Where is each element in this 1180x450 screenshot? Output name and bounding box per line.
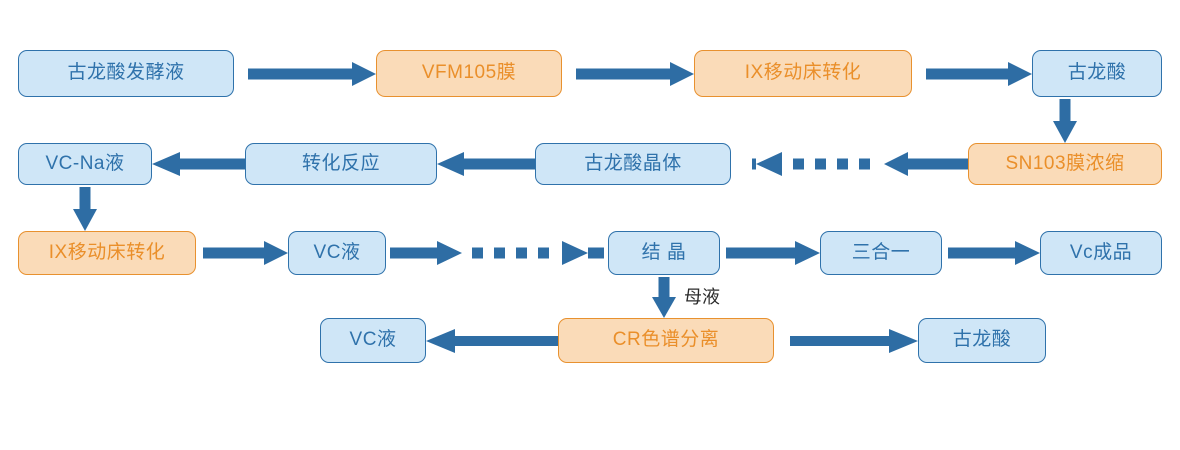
node-cr-chromatographic-separation[interactable]: CR色谱分离	[558, 318, 774, 363]
arrow-crystallization-to-cr-chromatography	[652, 277, 676, 318]
node-crystallization[interactable]: 结 晶	[608, 231, 720, 275]
arrow-crystallization-to-threeinone	[726, 241, 820, 265]
arrow-vfm105-to-ix	[576, 62, 694, 86]
node-gulonic-acid-fermentation-broth[interactable]: 古龙酸发酵液	[18, 50, 234, 97]
node-conversion-reaction[interactable]: 转化反应	[245, 143, 437, 185]
arrow-cr-to-vc-liquid-row4	[426, 329, 558, 353]
arrow-cr-to-gulonic-acid-row4	[790, 329, 918, 353]
node-gulonic-acid-row4[interactable]: 古龙酸	[918, 318, 1046, 363]
node-vc-liquid-row3[interactable]: VC液	[288, 231, 386, 275]
node-gulonic-acid-crystal[interactable]: 古龙酸晶体	[535, 143, 731, 185]
arrow-fermentation-to-vfm105	[248, 62, 376, 86]
node-three-in-one[interactable]: 三合一	[820, 231, 942, 275]
node-ix-moving-bed-conversion-row3[interactable]: IX移动床转化	[18, 231, 196, 275]
node-gulonic-acid-row1[interactable]: 古龙酸	[1032, 50, 1162, 97]
arrow-ix-row3-to-vc-liquid	[203, 241, 288, 265]
arrow-sn103-to-gulonic-crystal	[752, 152, 968, 176]
arrow-gulonic-acid-to-sn103	[1053, 99, 1077, 143]
node-sn103-membrane-concentration[interactable]: SN103膜浓缩	[968, 143, 1162, 185]
arrow-conversion-to-vcna	[152, 152, 245, 176]
arrow-gulonic-crystal-to-conversion	[437, 152, 535, 176]
arrow-threeinone-to-vc-product	[948, 241, 1040, 265]
node-vc-na-liquid[interactable]: VC-Na液	[18, 143, 152, 185]
arrow-vc-liquid-to-crystallization	[390, 241, 604, 265]
arrow-ix-to-gulonic-acid	[926, 62, 1032, 86]
node-ix-moving-bed-conversion-row1[interactable]: IX移动床转化	[694, 50, 912, 97]
edge-label-mother-liquor: 母液	[684, 287, 720, 307]
arrow-vcna-to-ix-row3	[73, 187, 97, 231]
node-vc-finished-product[interactable]: Vc成品	[1040, 231, 1162, 275]
node-vc-liquid-row4[interactable]: VC液	[320, 318, 426, 363]
node-vfm105-membrane[interactable]: VFM105膜	[376, 50, 562, 97]
